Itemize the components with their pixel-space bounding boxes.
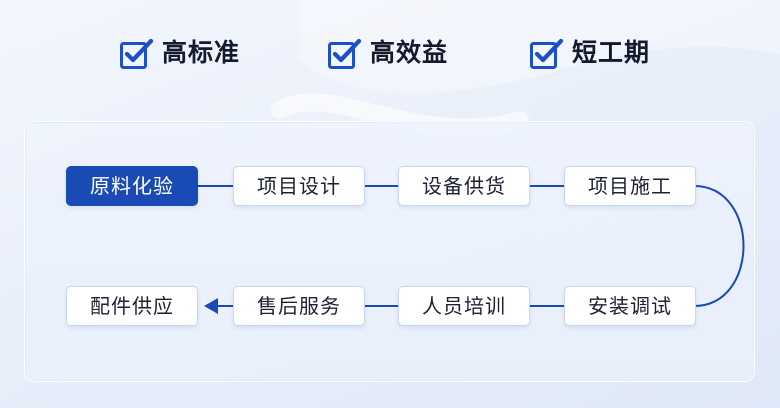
- process-panel: [24, 121, 755, 382]
- step-installation-commissioning: 安装调试: [564, 286, 696, 326]
- step-staff-training: 人员培训: [398, 286, 530, 326]
- step-parts-supply: 配件供应: [66, 286, 198, 326]
- badge-label: 高效益: [370, 38, 449, 67]
- step-equipment-supply: 设备供货: [398, 166, 530, 206]
- step-label: 安装调试: [588, 294, 672, 318]
- badge-label: 短工期: [572, 38, 651, 67]
- badge-short-period: 短工期: [530, 34, 650, 72]
- checkbox-checked-icon: [530, 38, 564, 69]
- step-label: 售后服务: [257, 294, 341, 318]
- step-label: 设备供货: [422, 174, 506, 198]
- step-label: 人员培训: [422, 294, 506, 318]
- step-label: 项目施工: [588, 174, 672, 198]
- step-label: 配件供应: [90, 294, 174, 318]
- step-project-construction: 项目施工: [564, 166, 696, 206]
- checkbox-checked-icon: [120, 38, 154, 69]
- badge-high-standard: 高标准: [120, 34, 240, 72]
- step-project-design: 项目设计: [233, 166, 365, 206]
- step-label: 项目设计: [257, 174, 341, 198]
- checkbox-checked-icon: [328, 38, 362, 69]
- step-after-sales-service: 售后服务: [233, 286, 365, 326]
- badge-high-efficiency: 高效益: [328, 34, 448, 72]
- step-raw-material-testing: 原料化验: [66, 166, 198, 206]
- badge-label: 高标准: [162, 38, 241, 67]
- step-label: 原料化验: [90, 174, 174, 198]
